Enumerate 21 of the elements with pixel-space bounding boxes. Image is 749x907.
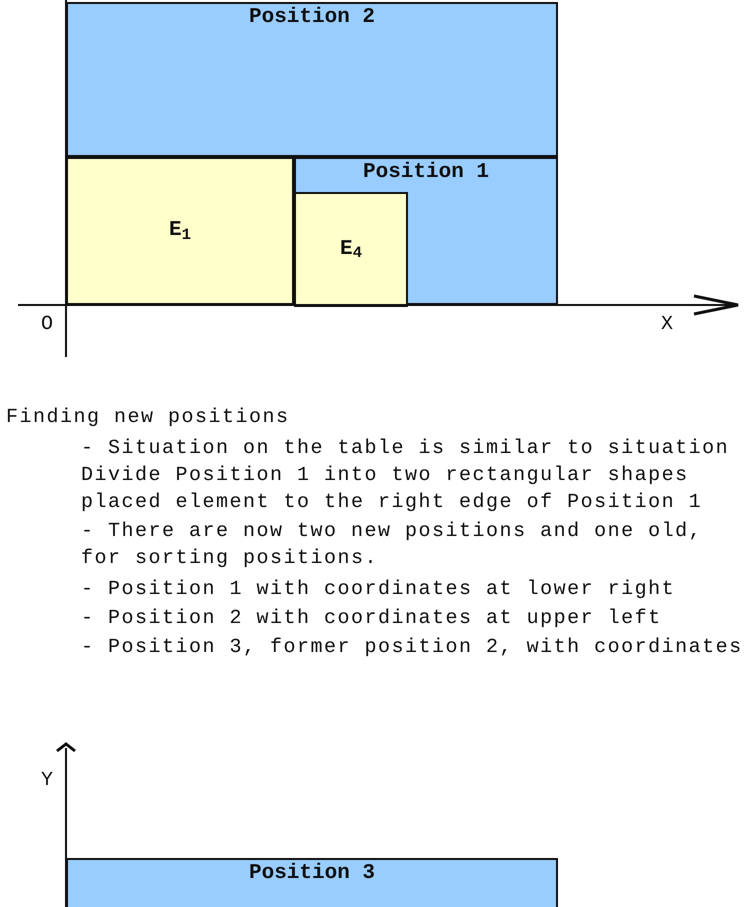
region-label: Position 2 <box>248 5 376 31</box>
region-label: Position 3 <box>248 861 376 887</box>
rectangle-region <box>294 192 408 307</box>
text-line: Divide Position 1 into two rectangular shapes <box>81 463 689 489</box>
text-line: - Position 3, former position 2, with coordinates <box>81 635 743 661</box>
region-label: E$_{1}$ <box>168 218 192 245</box>
text-line: - Situation on the table is similar to situation <box>81 436 730 462</box>
rectangle-region <box>294 157 558 305</box>
rectangle-region <box>66 157 294 305</box>
rectangle-region <box>66 2 558 157</box>
axis-label: Y <box>41 768 55 794</box>
region-label: E$_{4}$ <box>340 236 362 264</box>
text-line: placed element to the right edge of Position 1 <box>81 490 702 516</box>
text-line: - There are now two new positions and one old, <box>81 519 702 545</box>
text-line: for sorting positions. <box>81 546 378 572</box>
axis-label: X <box>661 312 675 338</box>
region-label: Position 1 <box>362 160 490 186</box>
axis-label: O <box>41 312 55 338</box>
text-line: - Position 2 with coordinates at upper left <box>81 606 662 632</box>
text-line: Finding new positions <box>6 405 290 431</box>
text-line: - Position 1 with coordinates at lower right <box>81 577 676 603</box>
